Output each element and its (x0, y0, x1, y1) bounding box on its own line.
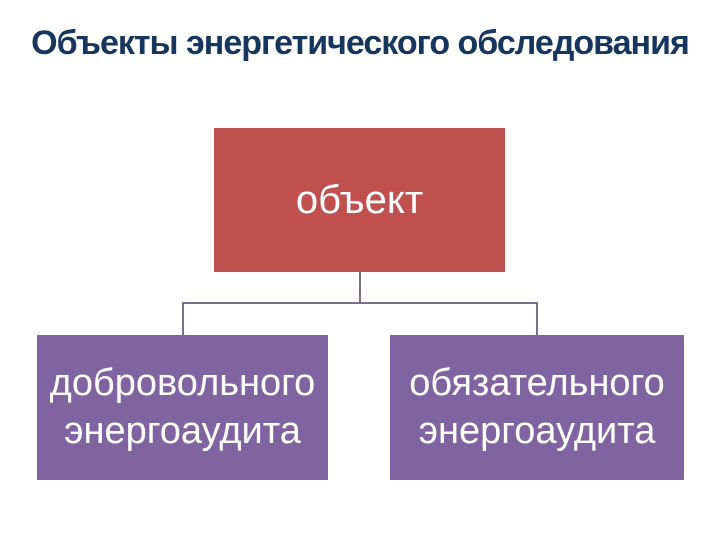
connector-left-drop (182, 302, 184, 335)
connector-right-drop (536, 302, 538, 335)
diagram-node-voluntary-audit-label: добровольного энергоаудита (49, 362, 316, 452)
slide-title: Объекты энергетического обследования (31, 24, 690, 62)
diagram-node-voluntary-audit: добровольного энергоаудита (37, 335, 328, 480)
diagram-node-object: объект (214, 128, 505, 272)
diagram-node-mandatory-audit-label: обязательного энергоаудита (409, 362, 665, 452)
connector-crossbar (182, 302, 538, 304)
connector-root-stem (359, 272, 361, 304)
diagram-node-object-label: объект (295, 177, 424, 222)
diagram-node-mandatory-audit: обязательного энергоаудита (390, 335, 684, 480)
